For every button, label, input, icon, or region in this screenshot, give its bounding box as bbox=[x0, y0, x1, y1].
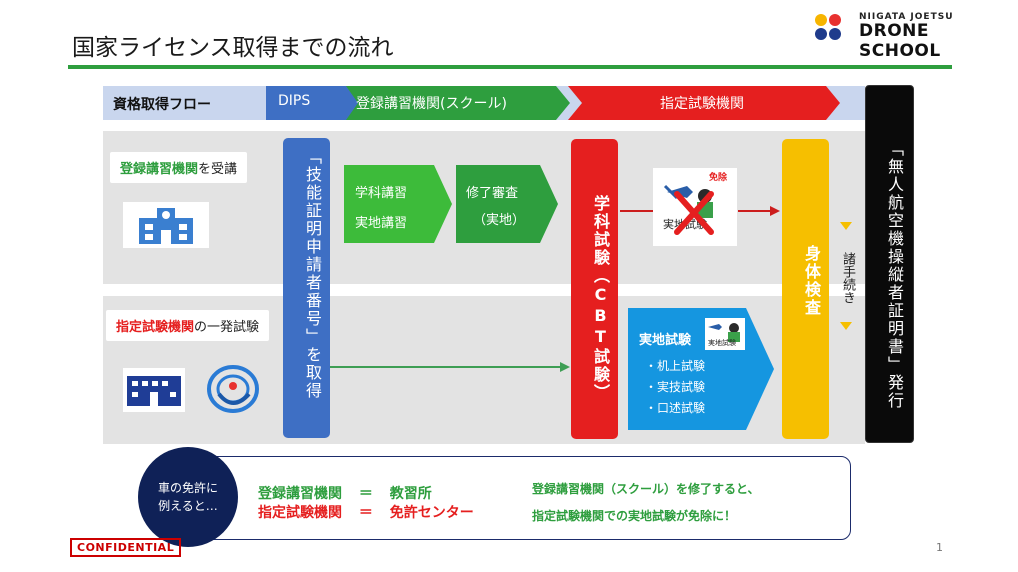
completion-exam-sub: （実地） bbox=[473, 213, 526, 228]
procedure-arrows-icon bbox=[840, 222, 852, 330]
written-exam-column bbox=[571, 139, 618, 439]
note-circle-text: 車の免許に 例えると… bbox=[157, 481, 218, 513]
practical-exam-items: ・机上試験 ・実技試験 ・口述試験 bbox=[645, 356, 705, 419]
analogy-line1: 登録講習機関 ＝ 教習所 bbox=[258, 483, 432, 503]
page-title: 国家ライセンス取得までの流れ bbox=[72, 35, 394, 61]
course-practical: 実地講習 bbox=[355, 216, 408, 231]
school-route-label-green: 登録講習機関 bbox=[120, 162, 199, 177]
flow-arrows bbox=[266, 86, 840, 120]
school-logo: NIIGATA JOETSU DRONE SCHOOL bbox=[815, 12, 1005, 61]
direct-route-label-red: 指定試験機関 bbox=[116, 320, 195, 335]
exempt-practical-card: 免除 実地試験 bbox=[653, 168, 737, 246]
exam-center-icon bbox=[123, 368, 185, 412]
analogy-line1-right: 教習所 bbox=[389, 486, 432, 502]
direct-route-label-rest: の一発試験 bbox=[194, 320, 260, 335]
physical-exam-column bbox=[782, 139, 829, 439]
flow-label: 資格取得フロー bbox=[113, 97, 211, 113]
school-building-icon bbox=[123, 202, 209, 248]
school-route-label: 登録講習機関を受講 bbox=[110, 152, 248, 183]
completion-exam: 修了審査 bbox=[466, 186, 519, 201]
practical-item-oral: ・口述試験 bbox=[645, 401, 706, 415]
note-right-line2: 指定試験機関での実地試験が免除に！ bbox=[532, 509, 737, 523]
analogy-line2-left: 指定試験機関 bbox=[258, 505, 342, 521]
page-number: 1 bbox=[936, 541, 943, 554]
analogy-line2: 指定試験機関 ＝ 免許センター bbox=[258, 502, 474, 522]
practical-item-skill: ・実技試験 bbox=[645, 380, 706, 394]
physical-exam-text: 身体検査 bbox=[802, 245, 821, 317]
school-route-label-rest: を受講 bbox=[198, 162, 238, 177]
analogy-line2-eq: ＝ bbox=[358, 505, 373, 521]
procedures-text: 諸手続き bbox=[840, 252, 855, 304]
analogy-line1-left: 登録講習機関 bbox=[258, 486, 342, 502]
direct-route-label: 指定試験機関の一発試験 bbox=[106, 310, 270, 341]
cross-mark-icon bbox=[674, 191, 714, 235]
logo-dots-icon bbox=[815, 14, 855, 42]
confidential-badge: CONFIDENTIAL bbox=[70, 538, 182, 557]
course-academic: 学科講習 bbox=[355, 186, 408, 201]
license-text: 「無人航空機操縦者証明書」発行 bbox=[885, 140, 904, 410]
license-column bbox=[865, 85, 914, 443]
written-exam-text: 学科試験（CBT試験） bbox=[591, 195, 610, 402]
skill-cert-text: 「技能証明申請者番号」を取得 bbox=[303, 148, 322, 400]
ministry-emblem-icon bbox=[207, 365, 259, 413]
skill-cert-column bbox=[283, 138, 330, 438]
flow-school: 登録講習機関(スクール) bbox=[356, 96, 507, 112]
note-circle: 車の免許に 例えると… bbox=[138, 447, 238, 547]
logo-subtitle: NIIGATA JOETSU bbox=[859, 12, 954, 22]
note-box bbox=[185, 456, 851, 540]
practical-item-desk: ・机上試験 bbox=[645, 359, 706, 373]
analogy-line1-eq: ＝ bbox=[358, 486, 373, 502]
exemption-arrow bbox=[620, 206, 780, 216]
analogy-line2-right: 免許センター bbox=[389, 505, 474, 521]
flow-exam-body: 指定試験機関 bbox=[660, 96, 744, 112]
exempt-badge: 免除 bbox=[709, 173, 728, 183]
course-arrows bbox=[344, 165, 558, 243]
practical-exam-icon-label: 実地試験 bbox=[708, 339, 736, 347]
flow-dips: DIPS bbox=[278, 93, 311, 109]
logo-name: DRONE SCHOOL bbox=[859, 21, 941, 61]
practical-exam-title: 実地試験 bbox=[639, 333, 692, 348]
title-underline bbox=[68, 65, 952, 69]
practical-exam-icon: 実地試験 bbox=[705, 318, 745, 350]
note-right-line1: 登録講習機関（スクール）を修了すると、 bbox=[532, 482, 760, 496]
direct-route-arrow bbox=[330, 362, 570, 372]
